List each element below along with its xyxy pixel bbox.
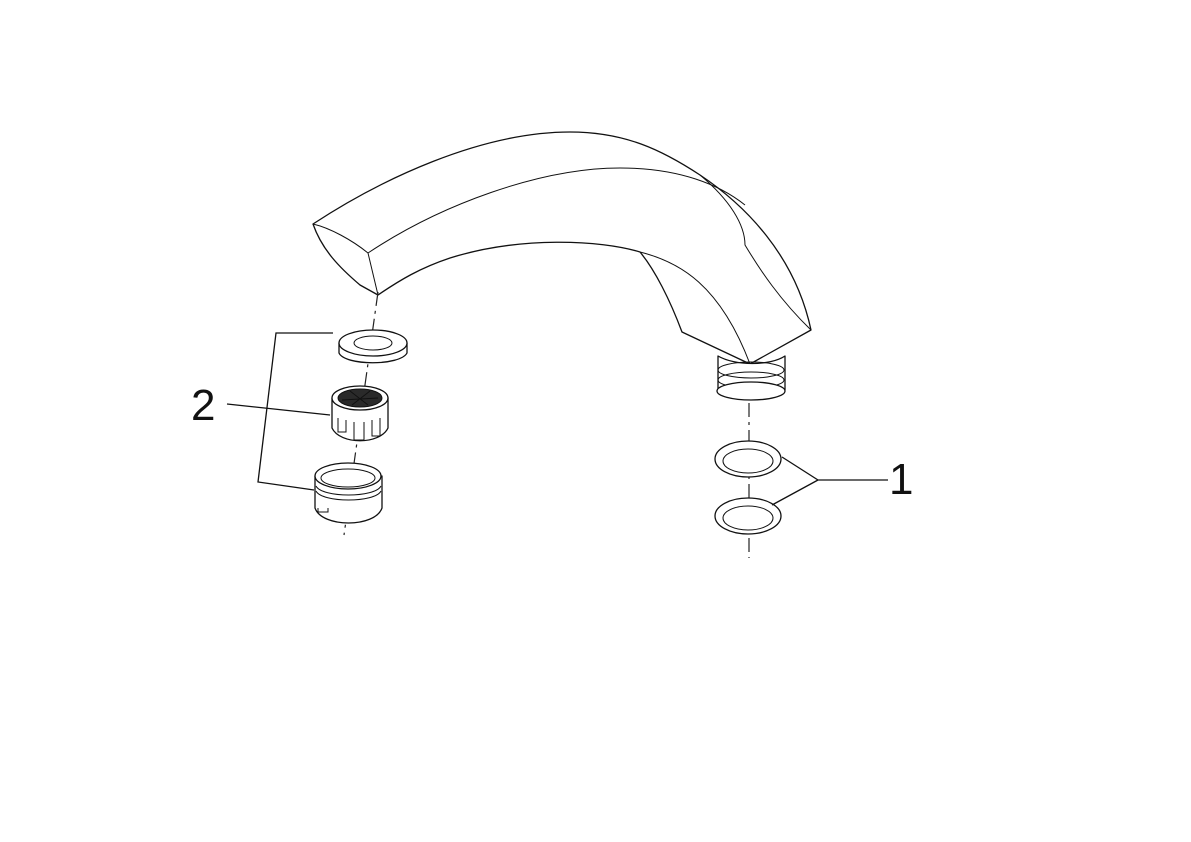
seal-ring-upper <box>714 440 782 478</box>
seal-set <box>714 440 888 535</box>
callout-1-leader <box>771 456 888 506</box>
spout-right-ridge <box>699 174 812 331</box>
spout <box>312 131 812 401</box>
aerator-washer <box>338 329 408 364</box>
aerator-housing <box>314 462 383 524</box>
aerator-set <box>226 329 408 524</box>
spout-left-face-edge <box>312 223 379 296</box>
aerator-insert <box>331 385 389 442</box>
connector-ring-1 <box>717 361 785 379</box>
callout-label-2: 2 <box>191 381 216 430</box>
callout-label-1: 1 <box>889 455 914 504</box>
seal-ring-lower <box>714 497 782 535</box>
spout-inner-curve <box>639 251 751 365</box>
callout-2-leader <box>226 403 331 416</box>
connector-ring-3 <box>716 381 786 401</box>
spout-body <box>312 131 812 365</box>
callout-2-bracket <box>257 332 333 491</box>
